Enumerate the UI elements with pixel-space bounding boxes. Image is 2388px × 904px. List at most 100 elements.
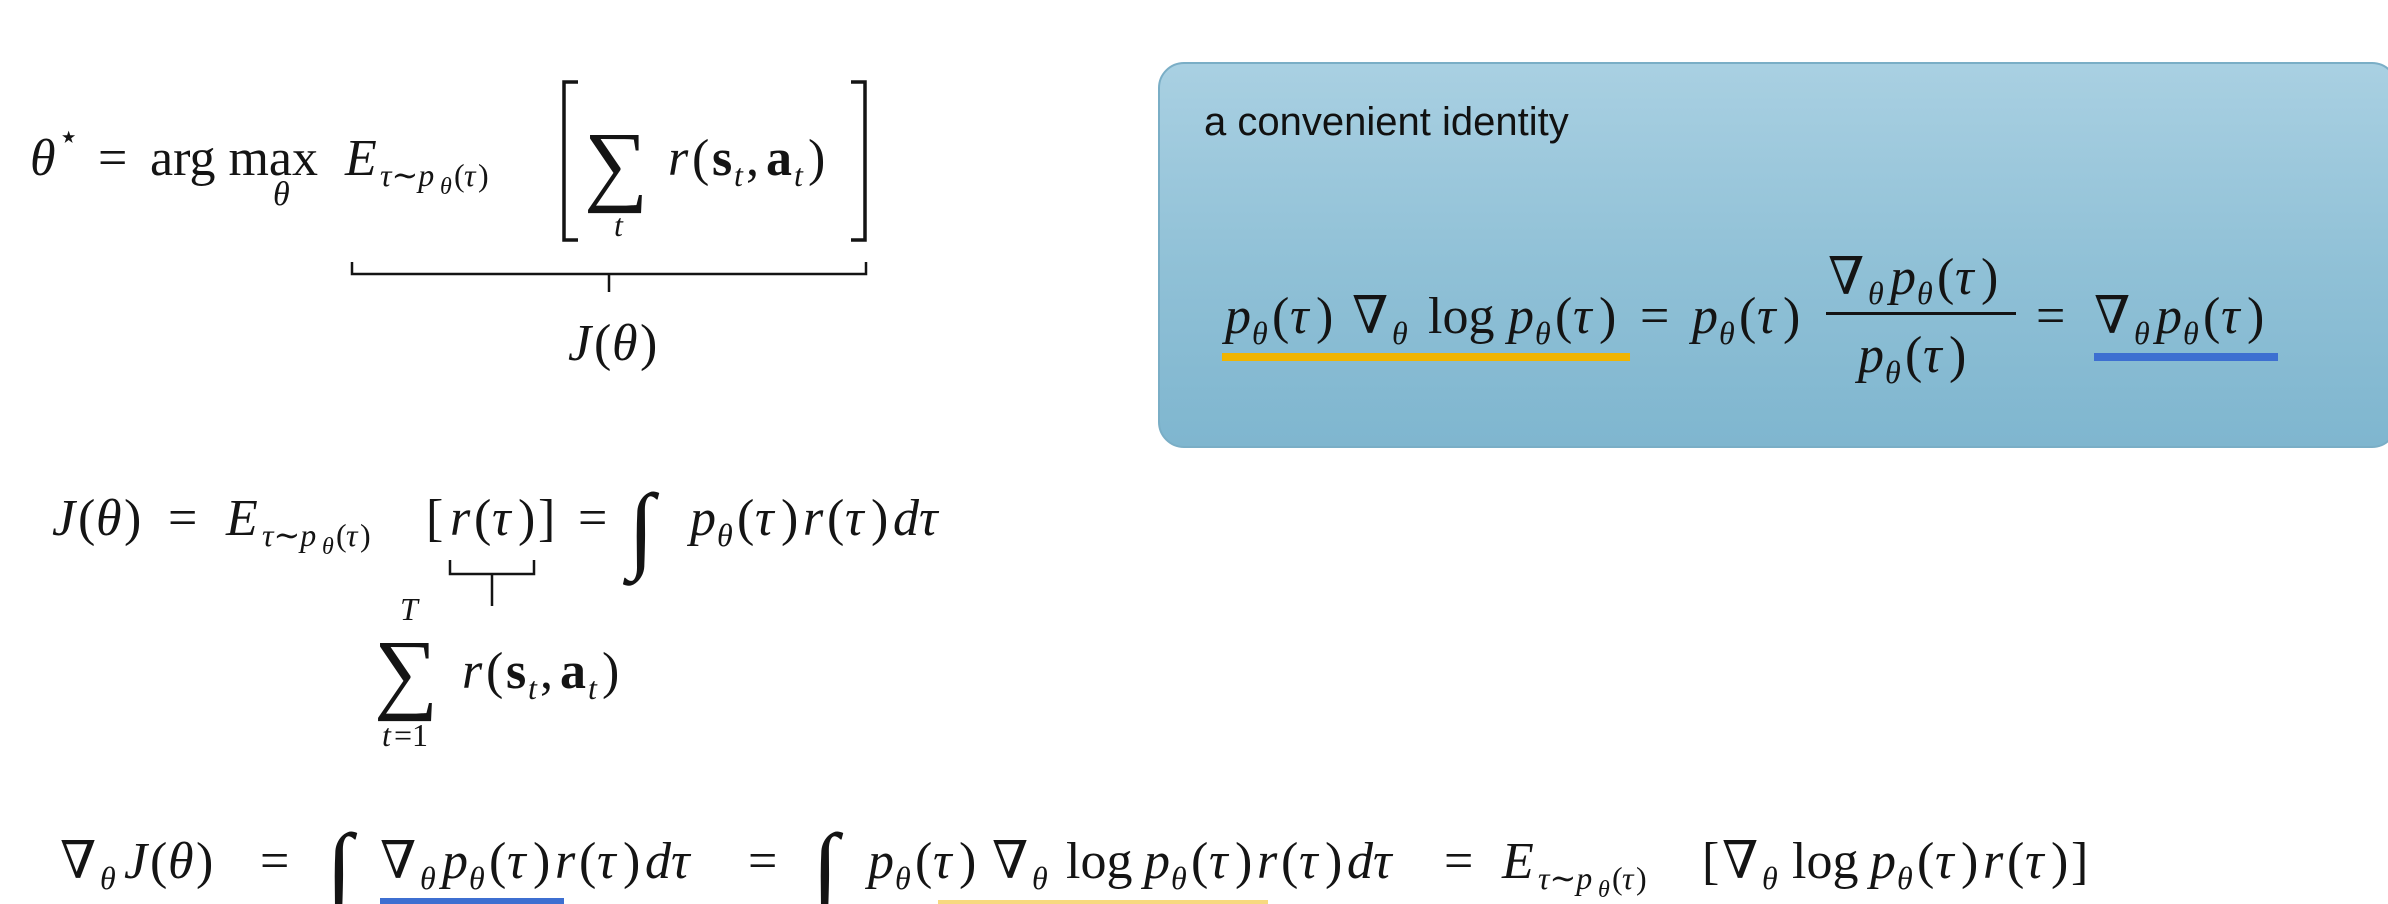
svg-text:τ: τ	[597, 833, 618, 890]
svg-text:θ: θ	[2134, 315, 2150, 351]
svg-text:θ: θ	[420, 860, 436, 896]
svg-text:τ: τ	[1955, 249, 1976, 306]
svg-text:θ: θ	[1868, 275, 1884, 311]
svg-text:τ: τ	[1935, 833, 1956, 890]
svg-text:τ: τ	[464, 157, 477, 193]
svg-text:τ: τ	[492, 490, 513, 547]
svg-text:t: t	[588, 670, 598, 706]
svg-text:t: t	[734, 157, 744, 193]
svg-text:(: (	[150, 833, 167, 890]
svg-text:τ: τ	[1622, 860, 1635, 896]
svg-text:): )	[533, 833, 550, 890]
svg-text:τ: τ	[755, 490, 776, 547]
svg-text:τ: τ	[933, 833, 954, 890]
svg-text:a: a	[560, 643, 586, 700]
svg-text:[: [	[426, 490, 443, 547]
identity-equation: p θ ( τ ) ∇ θ log p θ ( τ ) = p θ ( τ ) …	[1221, 249, 2278, 390]
svg-text:r: r	[462, 643, 483, 700]
svg-text:(: (	[454, 157, 465, 193]
svg-text:τ: τ	[1923, 327, 1944, 384]
svg-text:θ: θ	[717, 517, 733, 553]
yellow-underline	[1222, 353, 1630, 361]
svg-text:): )	[1235, 833, 1252, 890]
svg-text:τ∼p: τ∼p	[1538, 860, 1592, 896]
svg-text:p: p	[864, 833, 894, 890]
svg-text:∑: ∑	[584, 115, 648, 214]
svg-text:p: p	[1504, 288, 1534, 345]
svg-text:(: (	[2007, 833, 2024, 890]
svg-text:θ: θ	[168, 833, 194, 890]
svg-text:): )	[959, 833, 976, 890]
svg-text:(: (	[1191, 833, 1208, 890]
svg-text:t: t	[794, 157, 804, 193]
svg-text:J: J	[52, 490, 78, 547]
svg-text:(: (	[915, 833, 932, 890]
svg-text:[: [	[1702, 833, 1719, 890]
svg-text:(: (	[336, 517, 347, 553]
svg-text:p: p	[1221, 288, 1251, 345]
svg-text:τ∼p: τ∼p	[380, 157, 434, 193]
svg-text:p: p	[1886, 249, 1916, 306]
svg-text:θ: θ	[1252, 315, 1268, 351]
svg-text:θ: θ	[1598, 877, 1610, 903]
svg-text:t: t	[528, 670, 538, 706]
svg-text:(: (	[1555, 288, 1572, 345]
svg-text:log: log	[1428, 288, 1494, 345]
svg-text:r: r	[450, 490, 471, 547]
svg-text:dτ: dτ	[645, 833, 692, 890]
svg-text:): )	[640, 315, 657, 372]
svg-text:(: (	[489, 833, 506, 890]
svg-text:θ: θ	[30, 130, 56, 187]
svg-text:J: J	[124, 833, 150, 890]
svg-text:(: (	[1739, 288, 1756, 345]
svg-text:=: =	[2036, 288, 2065, 345]
svg-text:E: E	[344, 130, 377, 187]
svg-text:∇: ∇	[60, 833, 96, 890]
svg-text:θ: θ	[1392, 315, 1408, 351]
svg-text:∇: ∇	[992, 833, 1028, 890]
svg-text:,: ,	[746, 130, 759, 187]
svg-text:(: (	[1937, 249, 1954, 306]
svg-text:): )	[623, 833, 640, 890]
svg-text:): )	[781, 490, 798, 547]
svg-text:θ: θ	[1032, 860, 1048, 896]
svg-text:(: (	[2203, 288, 2220, 345]
svg-text:∇: ∇	[1722, 833, 1758, 890]
blue-underline-gradient	[380, 898, 564, 904]
identity-callout: a convenient identity	[1158, 62, 2388, 448]
svg-text:(: (	[1281, 833, 1298, 890]
svg-text:): )	[1949, 327, 1966, 384]
svg-text:p: p	[1866, 833, 1896, 890]
svg-text:t: t	[614, 207, 624, 243]
svg-text:): )	[602, 643, 619, 700]
svg-text:∇: ∇	[380, 833, 416, 890]
svg-text:(: (	[1905, 327, 1922, 384]
svg-text:): )	[1599, 288, 1616, 345]
svg-text:τ: τ	[1299, 833, 1320, 890]
svg-text:(: (	[827, 490, 844, 547]
svg-text:τ: τ	[1209, 833, 1230, 890]
svg-text:r: r	[668, 130, 689, 187]
svg-text:θ: θ	[273, 176, 290, 213]
svg-text:(: (	[78, 490, 95, 547]
svg-text:τ: τ	[1573, 288, 1594, 345]
svg-text:E: E	[1501, 833, 1534, 890]
svg-text:θ: θ	[1897, 860, 1913, 896]
svg-text:τ: τ	[507, 833, 528, 890]
svg-text:θ: θ	[1762, 860, 1778, 896]
svg-text:): )	[808, 130, 825, 187]
svg-text:dτ: dτ	[1347, 833, 1394, 890]
svg-text:E: E	[225, 490, 258, 547]
svg-text:T: T	[400, 591, 420, 627]
svg-text:): )	[196, 833, 213, 890]
svg-text:=: =	[578, 490, 607, 547]
svg-text:p: p	[1854, 327, 1884, 384]
svg-text:∫: ∫	[806, 814, 844, 904]
svg-text:=: =	[98, 130, 127, 187]
svg-text:∑: ∑	[374, 623, 438, 722]
svg-text:): )	[360, 517, 371, 553]
svg-text:θ: θ	[322, 534, 334, 560]
svg-text:θ: θ	[895, 860, 911, 896]
svg-text:θ: θ	[100, 860, 116, 896]
objective-equation: θ ⋆ = arg max θ E τ∼p θ ( τ ) ∑ t r ( s …	[30, 80, 868, 372]
